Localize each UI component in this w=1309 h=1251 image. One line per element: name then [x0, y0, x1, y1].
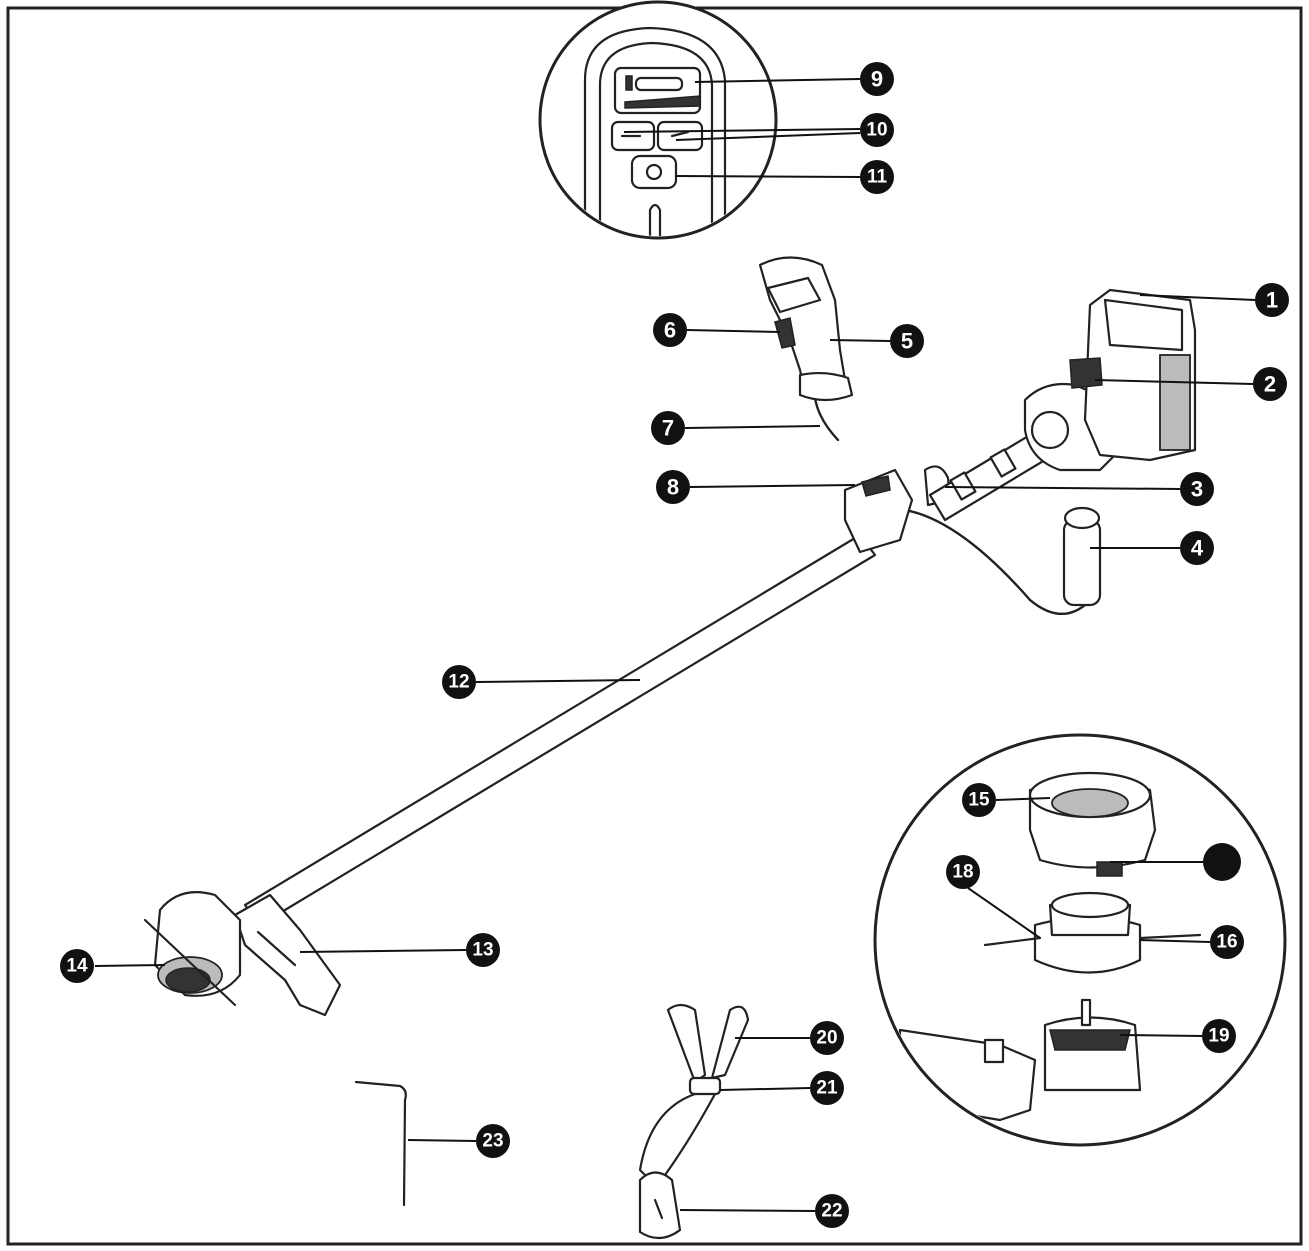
- hex-key: [354, 1080, 407, 1207]
- callout-10: 10: [860, 113, 894, 147]
- svg-text:8: 8: [667, 475, 679, 500]
- auxiliary-handle: [1062, 518, 1102, 607]
- callout-3: 3: [1180, 472, 1214, 506]
- svg-text:11: 11: [867, 167, 888, 188]
- svg-text:6: 6: [664, 318, 676, 343]
- handle-clamp: [843, 468, 914, 554]
- svg-text:22: 22: [821, 1201, 842, 1222]
- callout-11: 11: [860, 160, 894, 194]
- callout-9: 9: [860, 62, 894, 96]
- head-base: [1043, 1016, 1142, 1092]
- callout-1: 1: [1255, 283, 1289, 317]
- callout-6: 6: [653, 313, 687, 347]
- svg-text:15: 15: [968, 790, 990, 811]
- callouts: 1 2 3 4 5 6 7 8 9 10 11 12 13 14 15 16 1…: [60, 62, 1289, 1228]
- svg-text:2: 2: [1264, 372, 1276, 397]
- callout-13: 13: [466, 933, 500, 967]
- svg-text:4: 4: [1191, 536, 1204, 561]
- rear-handle: [758, 256, 847, 394]
- callout-17: [1203, 843, 1241, 881]
- callout-23: 23: [476, 1124, 510, 1158]
- svg-text:5: 5: [901, 329, 913, 354]
- svg-text:23: 23: [482, 1131, 503, 1152]
- callout-7: 7: [651, 411, 685, 445]
- svg-text:21: 21: [816, 1078, 838, 1099]
- callout-5: 5: [890, 324, 924, 358]
- svg-text:13: 13: [472, 940, 493, 961]
- callout-18: 18: [946, 855, 980, 889]
- callout-16: 16: [1210, 925, 1244, 959]
- svg-text:20: 20: [816, 1028, 837, 1049]
- callout-21: 21: [810, 1071, 844, 1105]
- svg-text:10: 10: [866, 120, 887, 141]
- svg-text:7: 7: [662, 416, 674, 441]
- callout-14: 14: [60, 949, 94, 983]
- callout-4: 4: [1180, 531, 1214, 565]
- callout-20: 20: [810, 1021, 844, 1055]
- svg-text:3: 3: [1191, 477, 1203, 502]
- battery-release-button: [1069, 357, 1103, 389]
- svg-text:18: 18: [952, 862, 973, 883]
- svg-text:19: 19: [1208, 1026, 1229, 1047]
- svg-text:9: 9: [871, 67, 883, 92]
- trimmer-illustration: [143, 256, 1197, 1017]
- control-panel-detail: [538, 0, 778, 240]
- svg-text:1: 1: [1266, 288, 1278, 313]
- callout-12: 12: [442, 665, 476, 699]
- callout-22: 22: [815, 1194, 849, 1228]
- callout-8: 8: [656, 470, 690, 504]
- mode-button-right: [656, 120, 704, 152]
- power-button: [630, 154, 678, 190]
- trigger: [774, 317, 796, 349]
- leader-lines: [94, 78, 1256, 1212]
- callout-2: 2: [1253, 367, 1287, 401]
- svg-text:12: 12: [448, 672, 469, 693]
- svg-text:16: 16: [1216, 932, 1237, 953]
- svg-text:14: 14: [66, 956, 88, 977]
- shoulder-strap: [638, 1003, 750, 1240]
- callout-15: 15: [962, 783, 996, 817]
- guard: [233, 893, 342, 1017]
- callout-19: 19: [1202, 1019, 1236, 1053]
